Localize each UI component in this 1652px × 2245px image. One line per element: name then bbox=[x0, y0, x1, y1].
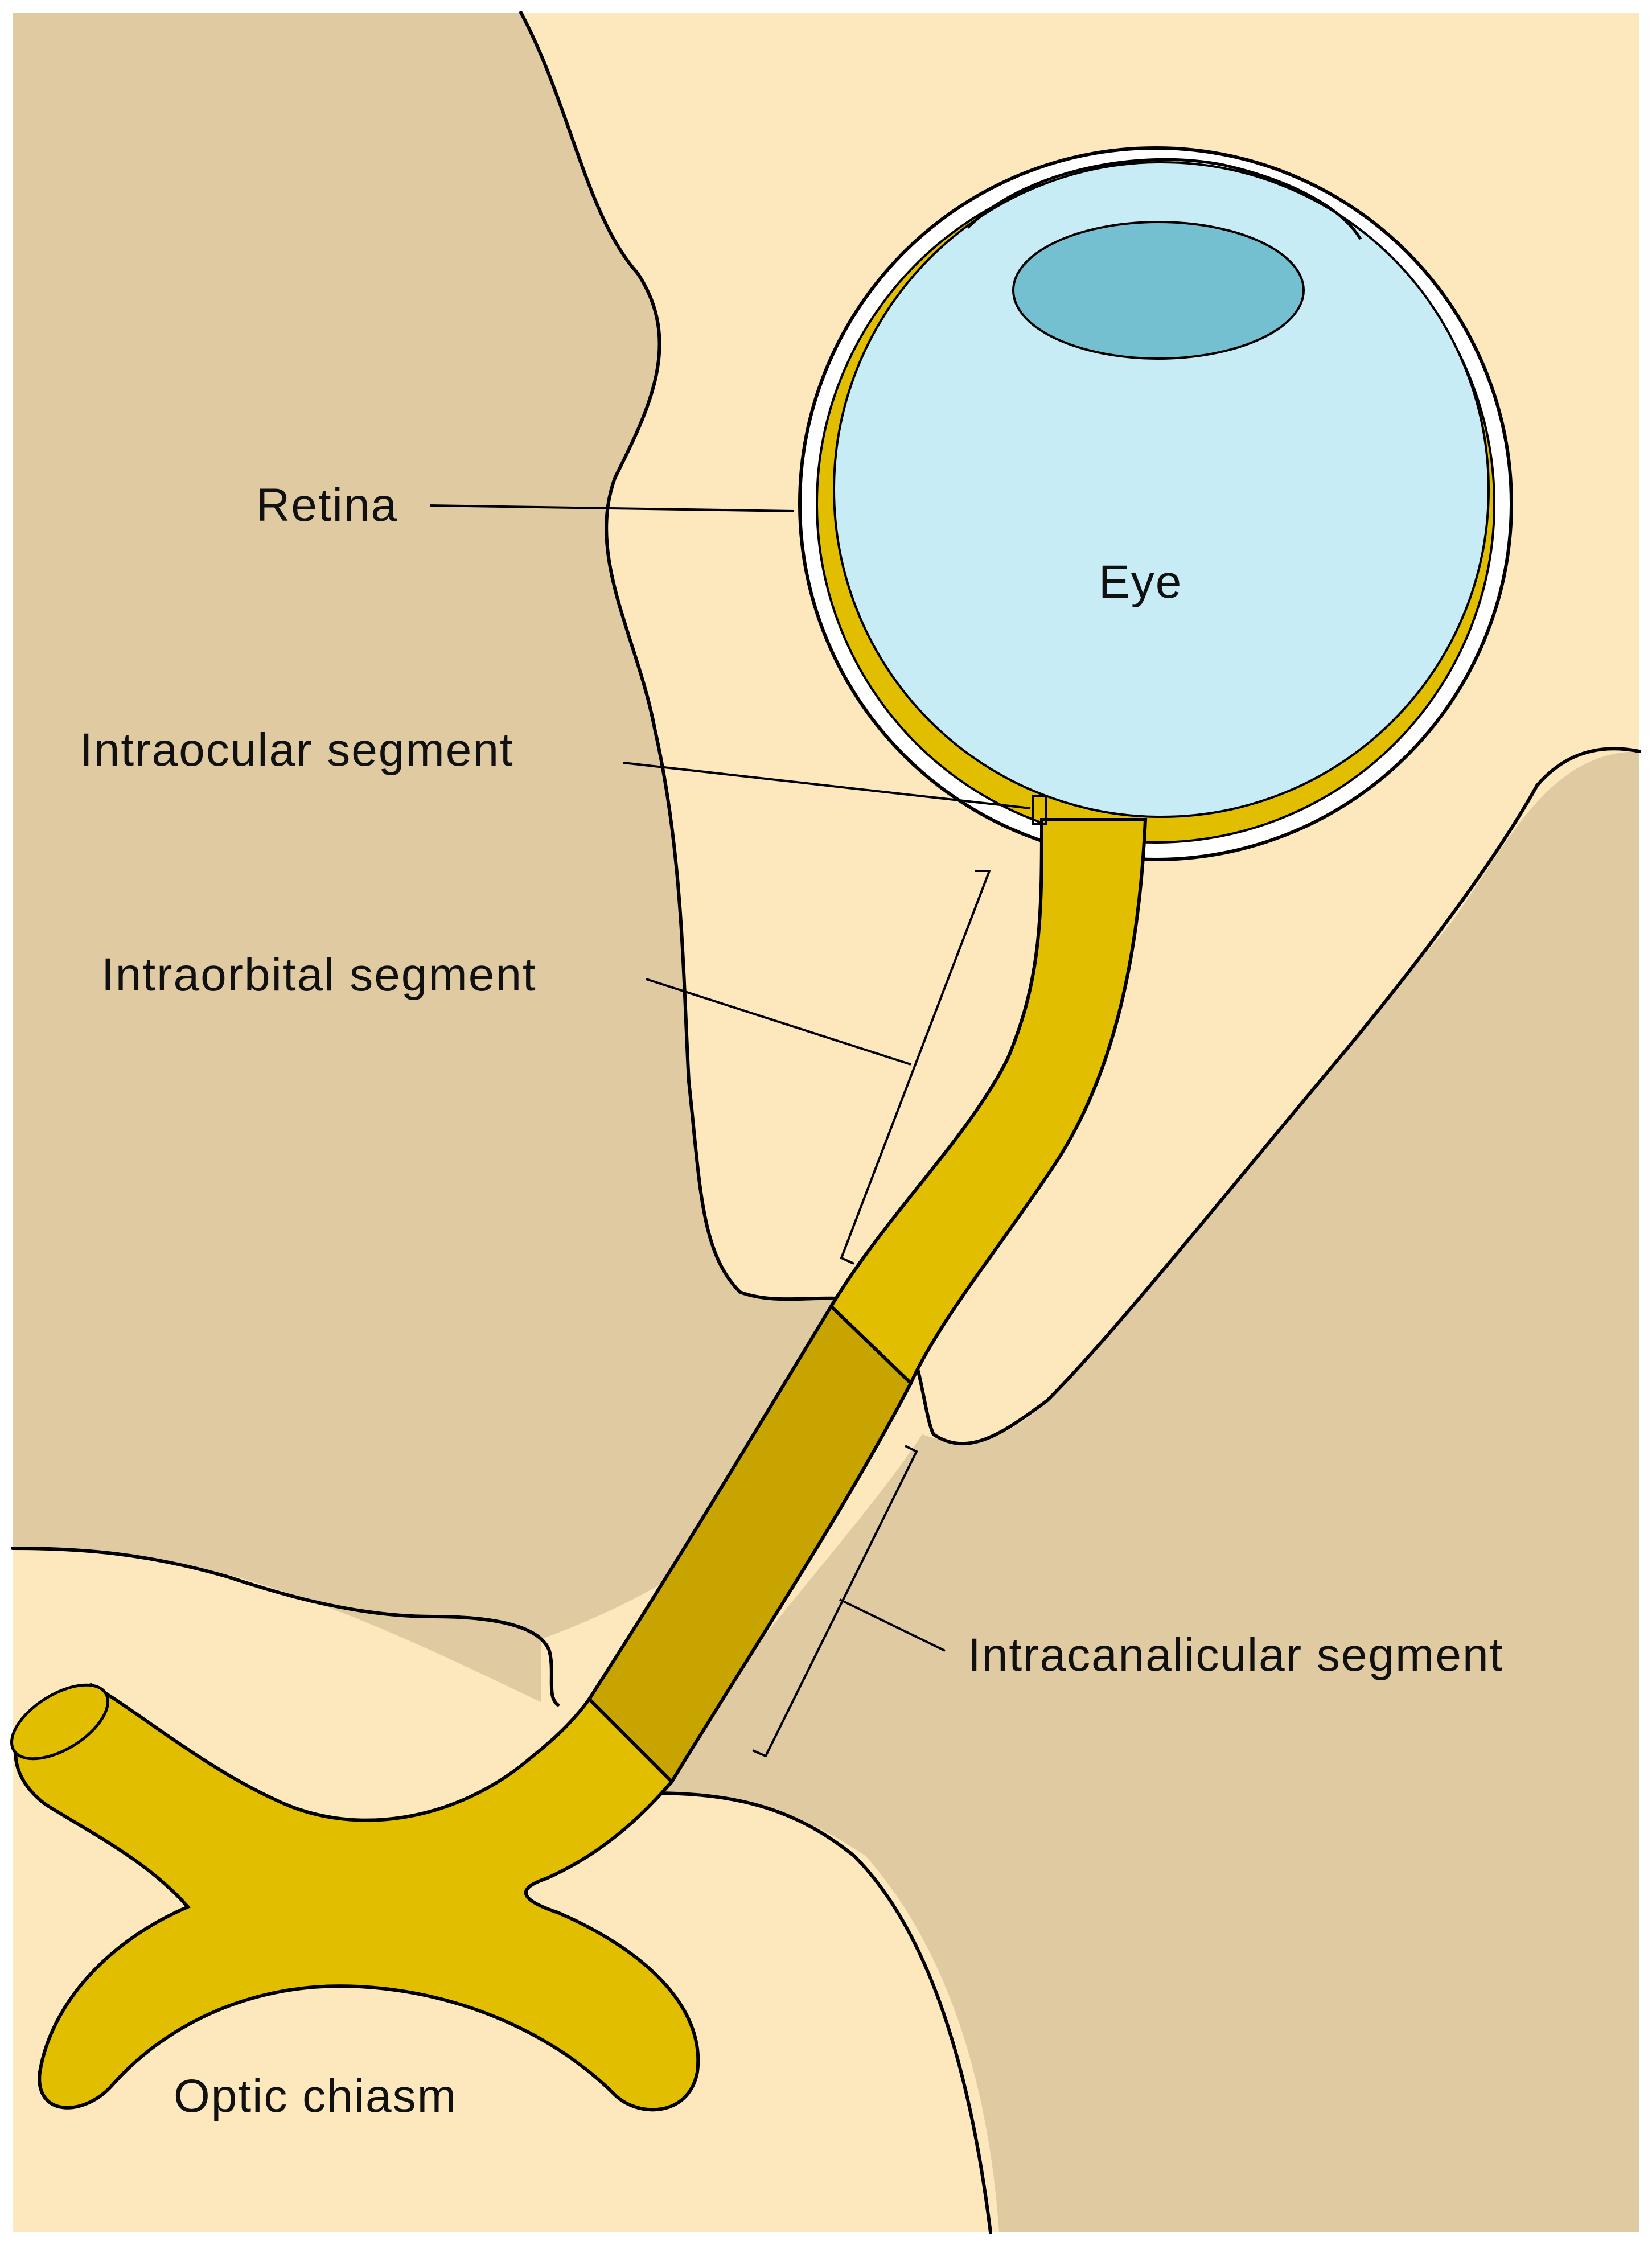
lens bbox=[1012, 221, 1305, 360]
intracanalicular-label: Intracanalicular segment bbox=[968, 1629, 1503, 1681]
intraorbital-bracket bbox=[840, 870, 991, 1265]
intraocular-leader bbox=[623, 762, 1031, 809]
retina-leader bbox=[429, 504, 795, 512]
intraocular-label: Intraocular segment bbox=[80, 724, 514, 776]
cornea bbox=[967, 158, 1362, 240]
chiasm-label: Optic chiasm bbox=[174, 2070, 457, 2122]
intraorbital-leader bbox=[646, 978, 911, 1066]
eyeball bbox=[833, 161, 1490, 818]
chiasm-region-outline bbox=[11, 1547, 992, 2234]
eye-label: Eye bbox=[1099, 556, 1182, 608]
retina-label: Retina bbox=[256, 479, 398, 531]
intraocular-bracket bbox=[1032, 795, 1047, 825]
optic-nerve-intraorbital bbox=[829, 818, 1148, 1387]
intracanalicular-leader bbox=[839, 1598, 946, 1652]
optic-chiasm-shape bbox=[14, 1683, 700, 2112]
nerve-stump bbox=[10, 1683, 109, 1761]
intracanalicular-bracket bbox=[752, 1445, 918, 1758]
intraorbital-label: Intraorbital segment bbox=[101, 949, 537, 1001]
lateral-orbital-wall bbox=[652, 751, 1639, 2232]
medial-orbital-wall bbox=[13, 13, 901, 1702]
medial-wall-outline bbox=[519, 11, 1641, 1445]
